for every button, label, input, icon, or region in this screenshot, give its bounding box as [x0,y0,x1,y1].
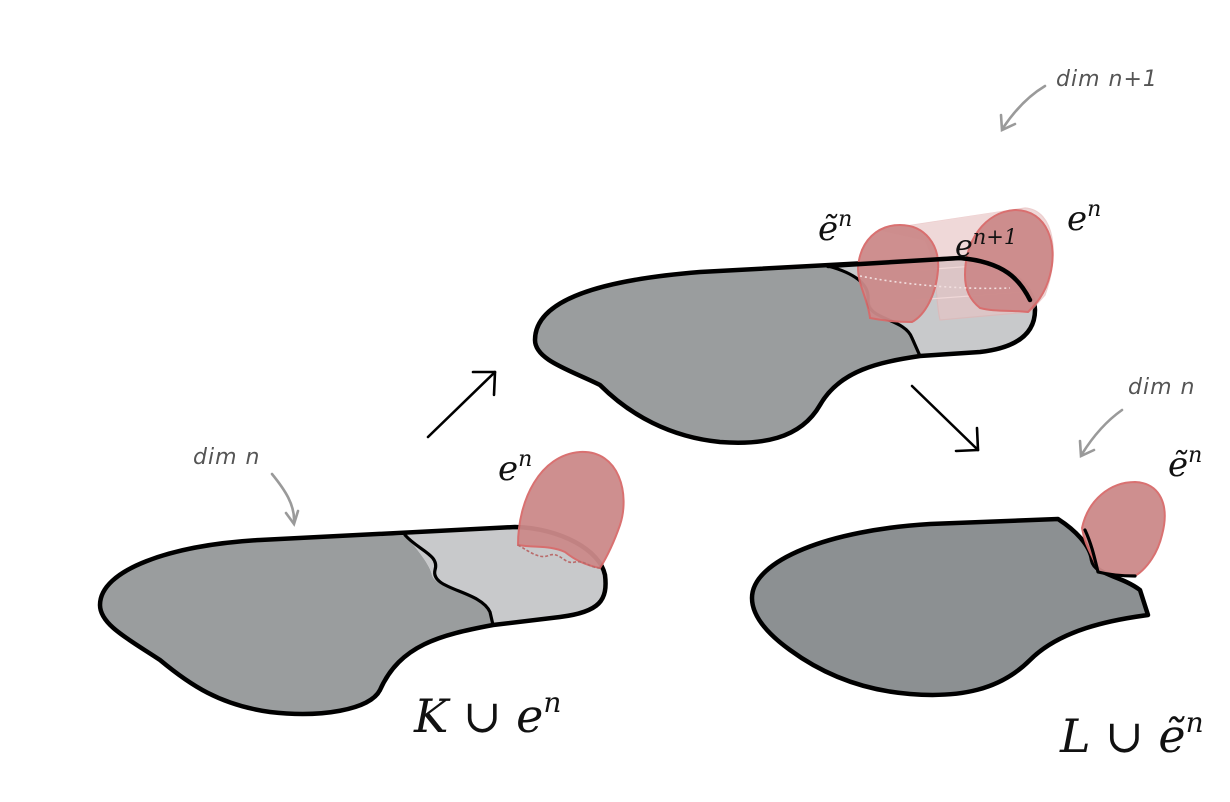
label-dim-n-right: dim n [1128,375,1195,400]
right-complex-body [752,519,1148,695]
top-cell-e-tilde-n [856,223,940,324]
hint-arrow-right [1078,408,1124,458]
label-dim-n-plus-1: dim n+1 [1056,67,1158,92]
middle-complex-top-edge [825,255,1033,303]
right-complex-outline [749,516,1151,698]
label-en-left: en [498,447,532,489]
left-complex [97,450,625,717]
top-cell-en [963,208,1054,314]
label-e-tilde-n-top: ẽn [818,207,852,249]
left-complex-outline [97,524,608,717]
label-en-plus-1: en+1 [955,225,1017,264]
right-complex [749,480,1166,698]
arrow-up-right [426,370,497,439]
left-cell-en [516,450,625,570]
arrow-down-right [910,384,980,453]
label-dim-n-left: dim n [193,445,260,470]
left-complex-divider [403,533,495,627]
label-k-union-en: K ∪ en [413,686,561,743]
middle-complex-outline [532,255,1038,445]
left-complex-light-region [405,527,606,625]
middle-complex [532,207,1054,445]
left-complex-dark-region [100,535,493,714]
hint-arrow-left [270,472,300,527]
top-cell-dotted-line [859,275,1011,290]
label-e-tilde-n-right: ẽn [1168,443,1202,485]
label-en-top: en [1067,197,1101,239]
label-l-union-e-tilde-n: L ∪ ẽn [1059,706,1204,763]
hint-arrow-top [999,84,1047,132]
right-cell-boundary [1083,528,1137,578]
